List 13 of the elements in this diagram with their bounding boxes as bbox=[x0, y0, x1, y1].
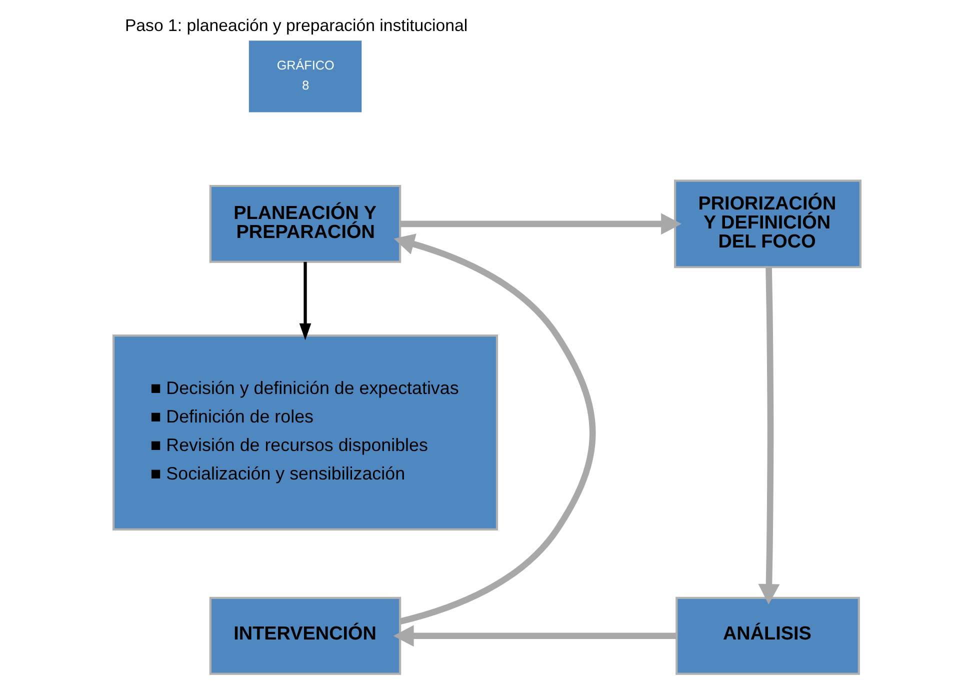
label: 8 bbox=[302, 78, 310, 92]
node-box: ANÁLISIS bbox=[676, 596, 860, 674]
node-box: PLANEACIÓN Y PREPARACIÓN bbox=[209, 184, 402, 262]
arrow bbox=[299, 261, 312, 340]
node-box: ■ Decisión y definición de expectativas ■ Definición de roles ■ Revisión de recursos disponibles ■ Socialización y sensibilización bbox=[112, 334, 498, 530]
arrow bbox=[400, 212, 682, 234]
node-box: INTERVENCIÓN bbox=[209, 596, 402, 674]
diagram-title: Paso 1: planeación y preparación institucional bbox=[124, 15, 468, 34]
node-box: PRIORIZACIÓN Y DEFINICIÓN DEL FOCO bbox=[674, 179, 862, 268]
arrow bbox=[758, 266, 780, 604]
arrow bbox=[393, 624, 677, 646]
arrow bbox=[394, 233, 596, 624]
label: GRÁFICO bbox=[276, 58, 334, 72]
